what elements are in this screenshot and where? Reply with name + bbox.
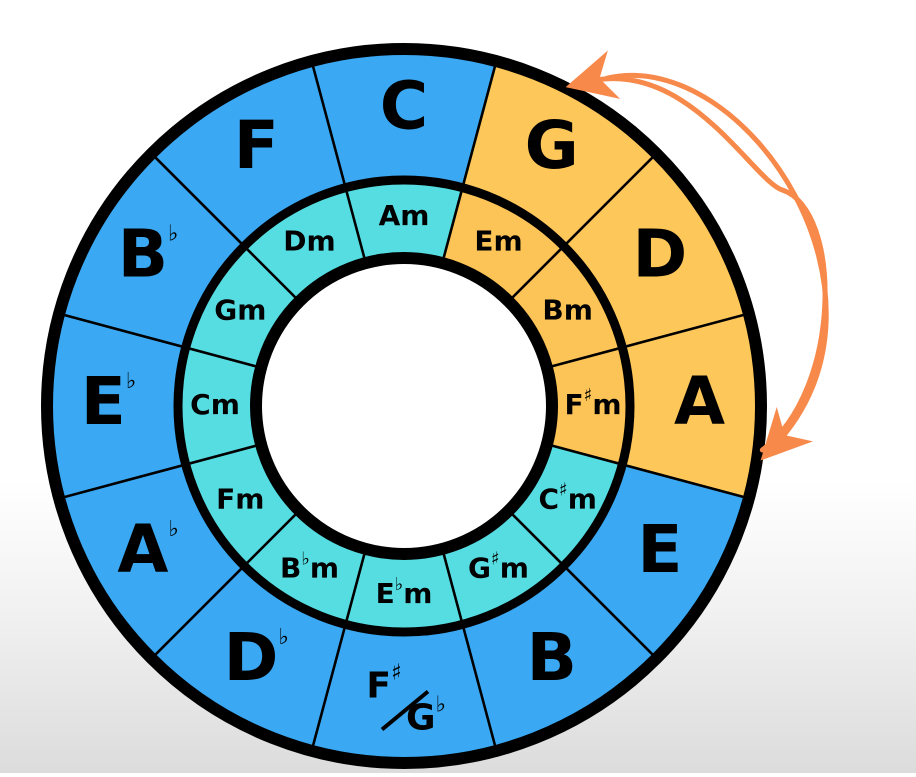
- minor-key-label: E♭m: [376, 574, 433, 610]
- split-slash: [380, 689, 430, 732]
- major-key-label: C: [380, 68, 428, 145]
- major-key-label: A♭: [117, 511, 178, 588]
- minor-key-label: Em: [474, 224, 522, 257]
- inner-border: [250, 252, 558, 560]
- major-key-label: B: [527, 619, 577, 696]
- minor-key-label: C♯m: [538, 480, 596, 516]
- major-key-label: D: [633, 215, 688, 292]
- major-key-label: F: [234, 107, 279, 184]
- minor-key-label: Dm: [283, 224, 335, 257]
- minor-key-label: Bm: [542, 294, 593, 327]
- transition-arrow: [565, 50, 829, 461]
- ring-borders: [41, 43, 767, 769]
- major-keys-ring: [45, 47, 763, 765]
- major-key-label: G♭: [406, 693, 446, 739]
- major-key-label: D♭: [224, 619, 289, 696]
- outer-border: [41, 43, 767, 769]
- major-key-label: G: [525, 107, 579, 184]
- major-key-label: E♭: [81, 363, 136, 440]
- major-key-label: E: [637, 511, 682, 588]
- arrow-to-G: [565, 50, 828, 453]
- major-key-label: A: [674, 363, 725, 440]
- minor-key-label: Fm: [216, 483, 264, 516]
- major-key-label-split: F♯G♭: [366, 661, 446, 739]
- minor-key-label: B♭m: [280, 549, 339, 585]
- arrow-to-A: [604, 73, 829, 461]
- major-key-label: F♯: [366, 661, 401, 707]
- minor-key-label: Gm: [214, 294, 266, 327]
- minor-key-label: Cm: [190, 388, 240, 421]
- major-key-label: B♭: [118, 215, 179, 292]
- minor-key-label: Am: [379, 199, 430, 232]
- middle-border: [173, 175, 635, 637]
- minor-key-label: F♯m: [564, 385, 621, 421]
- minor-key-label: G♯m: [468, 549, 529, 585]
